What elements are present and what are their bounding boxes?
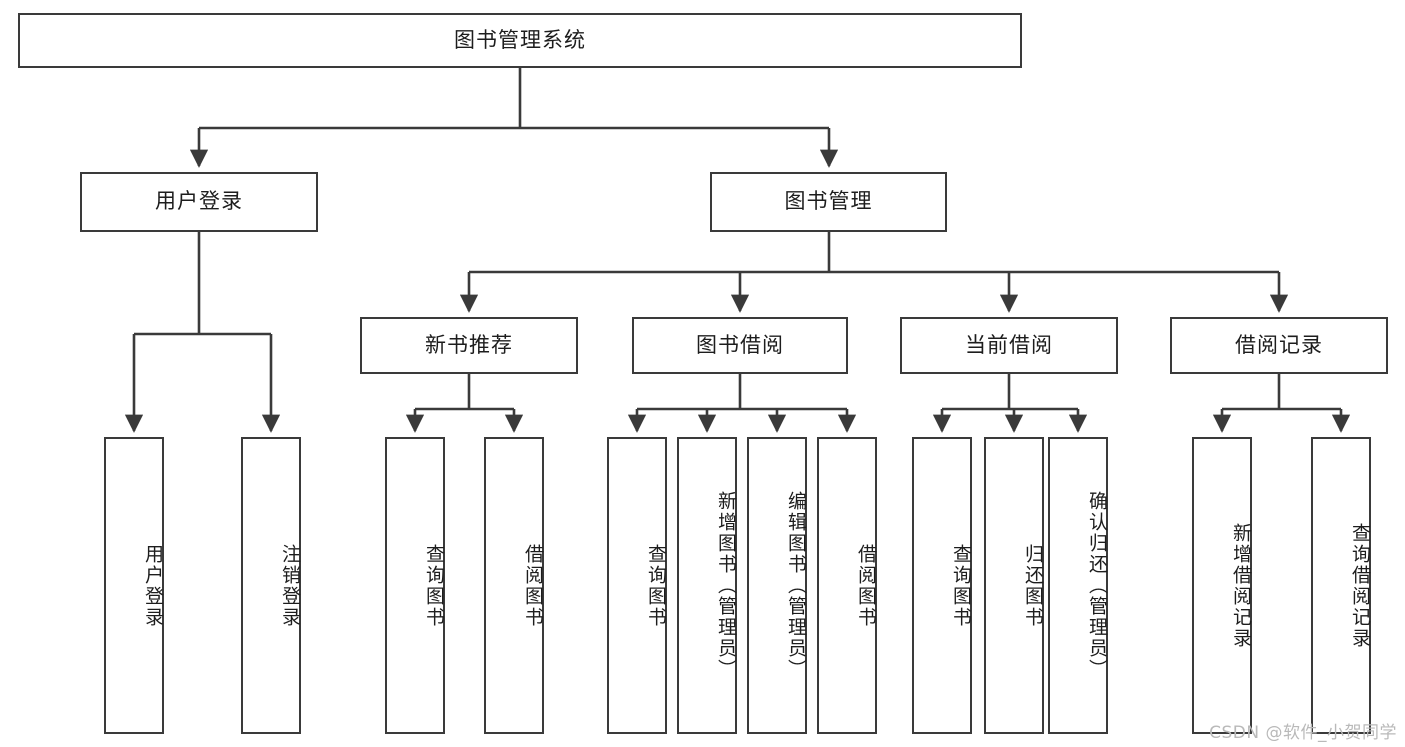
node-book-management[interactable]: 图书管理 xyxy=(710,172,947,232)
node-root-label: 图书管理系统 xyxy=(454,27,586,52)
leaf-borrow-book-recommend-label: 借阅图书 xyxy=(522,543,544,628)
node-new-book-recommend[interactable]: 新书推荐 xyxy=(360,317,578,374)
leaf-add-book-admin[interactable]: 新增图书（管理员） xyxy=(677,437,737,734)
node-book-borrow-label: 图书借阅 xyxy=(696,332,784,357)
leaf-query-book-recommend[interactable]: 查询图书 xyxy=(385,437,445,734)
leaf-confirm-return-admin[interactable]: 确认归还（管理员） xyxy=(1048,437,1108,734)
leaf-return-book-label: 归还图书 xyxy=(1022,543,1044,628)
leaf-edit-book-admin-label: 编辑图书（管理员） xyxy=(785,491,807,680)
leaf-user-login[interactable]: 用户登录 xyxy=(104,437,164,734)
leaf-return-book[interactable]: 归还图书 xyxy=(984,437,1044,734)
node-current-borrow[interactable]: 当前借阅 xyxy=(900,317,1118,374)
leaf-add-book-admin-label: 新增图书（管理员） xyxy=(715,491,737,680)
node-new-book-recommend-label: 新书推荐 xyxy=(425,332,513,357)
node-current-borrow-label: 当前借阅 xyxy=(965,332,1053,357)
leaf-borrow-book-label: 借阅图书 xyxy=(855,543,877,628)
leaf-edit-book-admin[interactable]: 编辑图书（管理员） xyxy=(747,437,807,734)
watermark: CSDN @软件_小贺同学 xyxy=(1209,723,1397,743)
node-borrow-records[interactable]: 借阅记录 xyxy=(1170,317,1388,374)
leaf-query-book-recommend-label: 查询图书 xyxy=(423,543,445,628)
leaf-logout[interactable]: 注销登录 xyxy=(241,437,301,734)
leaf-query-borrow-record-label: 查询借阅记录 xyxy=(1349,522,1371,649)
node-root[interactable]: 图书管理系统 xyxy=(18,13,1022,68)
leaf-query-book-borrow-label: 查询图书 xyxy=(645,543,667,628)
leaf-query-book-borrow[interactable]: 查询图书 xyxy=(607,437,667,734)
leaf-borrow-book-recommend[interactable]: 借阅图书 xyxy=(484,437,544,734)
leaf-query-borrow-record[interactable]: 查询借阅记录 xyxy=(1311,437,1371,734)
leaf-borrow-book[interactable]: 借阅图书 xyxy=(817,437,877,734)
leaf-logout-label: 注销登录 xyxy=(279,543,301,628)
node-borrow-records-label: 借阅记录 xyxy=(1235,332,1323,357)
leaf-query-book-current-label: 查询图书 xyxy=(950,543,972,628)
node-book-borrow[interactable]: 图书借阅 xyxy=(632,317,848,374)
leaf-query-book-current[interactable]: 查询图书 xyxy=(912,437,972,734)
node-book-management-label: 图书管理 xyxy=(784,189,873,214)
node-user-login[interactable]: 用户登录 xyxy=(80,172,318,232)
leaf-confirm-return-admin-label: 确认归还（管理员） xyxy=(1086,491,1108,680)
leaf-add-borrow-record-label: 新增借阅记录 xyxy=(1230,522,1252,649)
leaf-user-login-label: 用户登录 xyxy=(142,543,164,628)
node-user-login-label: 用户登录 xyxy=(155,189,243,214)
leaf-add-borrow-record[interactable]: 新增借阅记录 xyxy=(1192,437,1252,734)
